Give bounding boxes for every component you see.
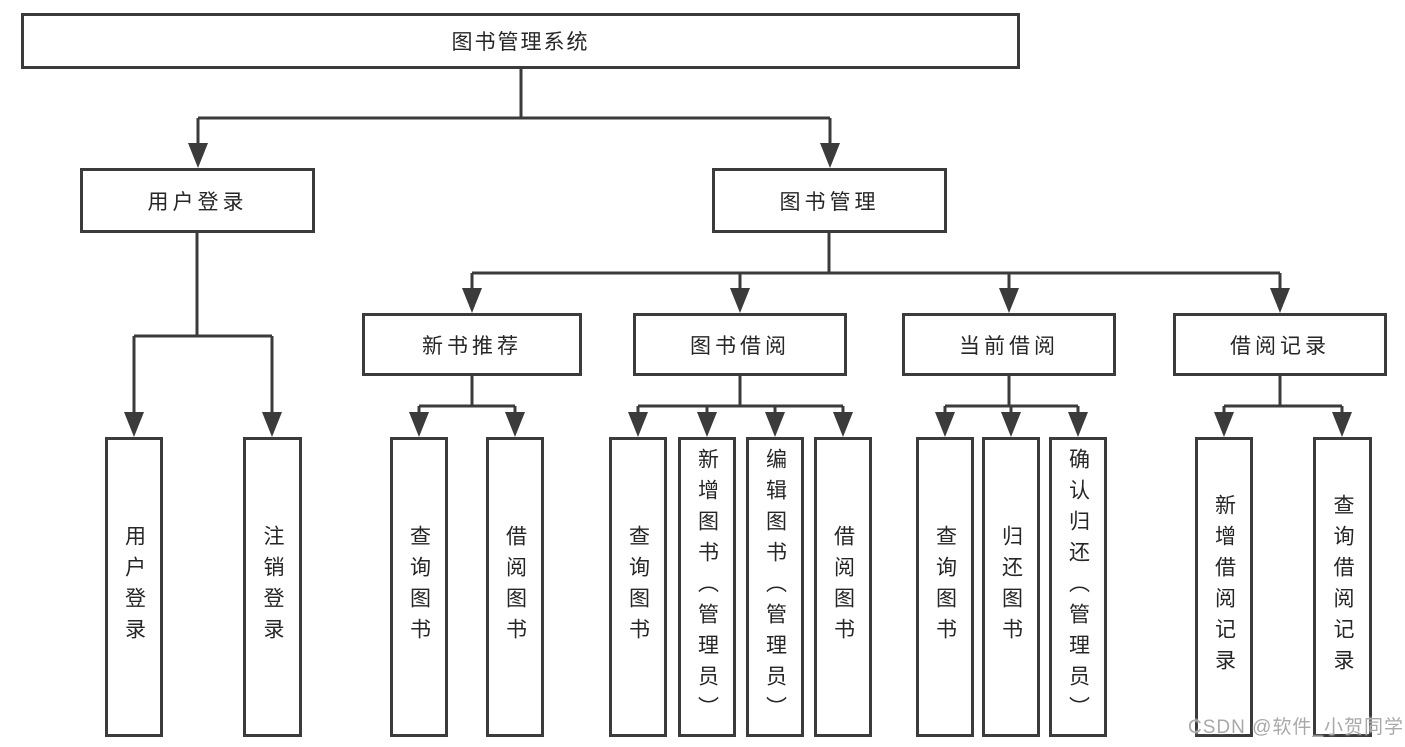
node-leaf-logout-label: 注销登录 — [261, 525, 284, 649]
node-leaf-bor-edit-books-admin: 编辑图书（管理员） — [746, 437, 804, 737]
node-leaf-add-borrow-record-label: 新增借阅记录 — [1212, 494, 1236, 680]
node-book-management: 图书管理 — [712, 168, 947, 233]
node-leaf-logout: 注销登录 — [243, 437, 302, 737]
connector-user-login-children — [124, 232, 282, 437]
node-leaf-query-borrow-record: 查询借阅记录 — [1313, 437, 1372, 737]
node-leaf-bor-add-books-admin-label: 新增图书（管理员） — [695, 447, 719, 727]
node-borrowing-records: 借阅记录 — [1173, 313, 1387, 376]
node-user-login-label: 用户登录 — [147, 190, 248, 214]
node-leaf-cur-return-books: 归还图书 — [982, 437, 1040, 737]
node-leaf-add-borrow-record: 新增借阅记录 — [1195, 437, 1253, 737]
node-leaf-cur-confirm-return-admin-label: 确认归还（管理员） — [1066, 447, 1090, 727]
connector-new-rec-children — [409, 376, 525, 437]
node-leaf-rec-query-books-label: 查询图书 — [407, 525, 431, 649]
node-leaf-user-login: 用户登录 — [105, 437, 163, 737]
node-current-borrowing: 当前借阅 — [902, 313, 1116, 376]
node-leaf-cur-return-books-label: 归还图书 — [999, 525, 1023, 649]
node-user-login: 用户登录 — [80, 168, 315, 233]
connector-records-children — [1214, 376, 1352, 437]
node-leaf-bor-query-books: 查询图书 — [609, 437, 667, 737]
node-new-book-recommend-label: 新书推荐 — [422, 334, 522, 358]
node-leaf-cur-confirm-return-admin: 确认归还（管理员） — [1049, 437, 1107, 737]
node-leaf-rec-query-books: 查询图书 — [390, 437, 448, 737]
node-root-label: 图书管理系统 — [451, 31, 590, 54]
node-leaf-user-login-label: 用户登录 — [122, 525, 146, 649]
node-leaf-cur-query-books: 查询图书 — [916, 437, 974, 737]
node-book-borrowing-label: 图书借阅 — [690, 334, 790, 358]
connector-borrow-children — [628, 376, 853, 437]
node-borrowing-records-label: 借阅记录 — [1230, 334, 1330, 358]
node-root: 图书管理系统 — [21, 13, 1020, 69]
node-leaf-query-borrow-record-label: 查询借阅记录 — [1331, 494, 1354, 680]
connector-current-children — [935, 376, 1088, 437]
connector-root-to-level2 — [188, 69, 840, 168]
node-leaf-bor-add-books-admin: 新增图书（管理员） — [678, 437, 736, 737]
node-leaf-rec-borrow-books-label: 借阅图书 — [503, 525, 527, 649]
node-leaf-rec-borrow-books: 借阅图书 — [486, 437, 544, 737]
csdn-watermark: CSDN @软件_小贺同学 — [1188, 717, 1404, 738]
connector-book-mgmt-children — [462, 233, 1290, 313]
node-current-borrowing-label: 当前借阅 — [959, 334, 1059, 358]
node-book-management-label: 图书管理 — [779, 190, 880, 214]
node-leaf-bor-query-books-label: 查询图书 — [626, 525, 650, 649]
node-leaf-cur-query-books-label: 查询图书 — [933, 525, 957, 649]
node-leaf-bor-borrow-books-label: 借阅图书 — [831, 525, 855, 649]
node-new-book-recommend: 新书推荐 — [362, 313, 582, 376]
node-leaf-bor-edit-books-admin-label: 编辑图书（管理员） — [763, 447, 787, 727]
node-book-borrowing: 图书借阅 — [633, 313, 847, 376]
node-leaf-bor-borrow-books: 借阅图书 — [814, 437, 872, 737]
